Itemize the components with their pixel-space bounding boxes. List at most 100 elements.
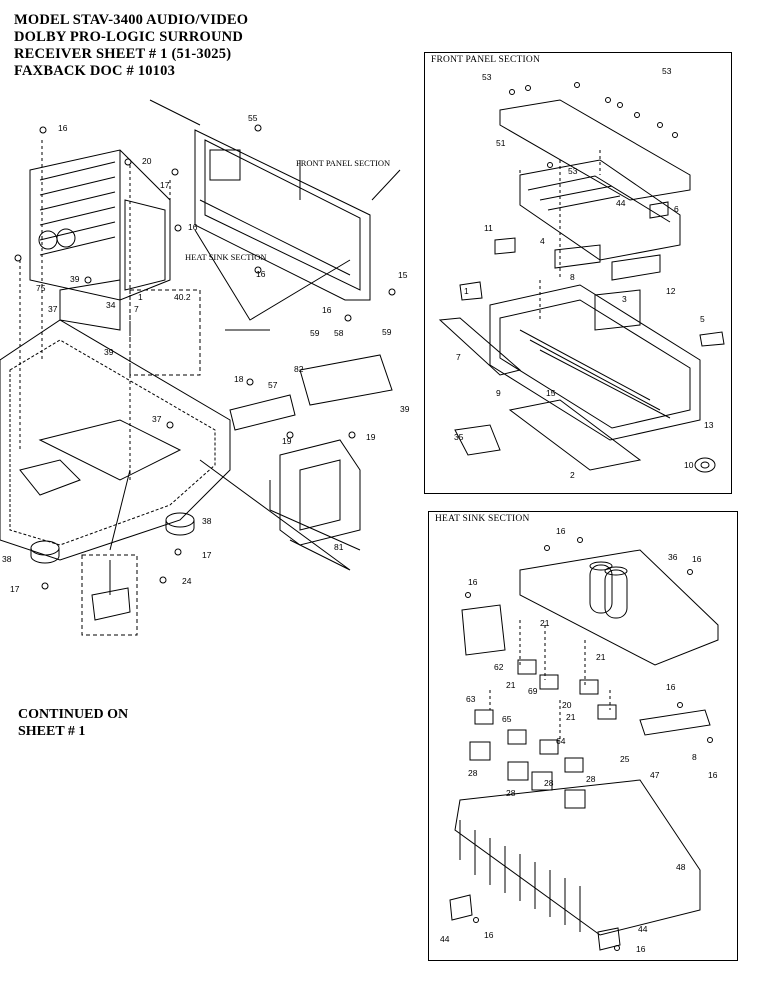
part-label: 19: [282, 436, 292, 446]
part-label: 20: [562, 700, 572, 710]
title-line-4: FAXBACK DOC # 10103: [14, 63, 176, 79]
part-label: 19: [366, 432, 376, 442]
front-panel-section-panel: FRONT PANEL SECTION: [424, 52, 732, 494]
part-label: 28: [468, 768, 478, 778]
heat-sink-drawing: [449, 537, 719, 951]
callout-front-panel-section: FRONT PANEL SECTION: [296, 158, 390, 168]
part-label: 21: [506, 680, 516, 690]
heat-sink-section-panel: HEAT SINK SECTION: [428, 511, 738, 961]
part-label: 59: [310, 328, 320, 338]
part-label: 58: [334, 328, 344, 338]
part-label: 62: [494, 662, 504, 672]
part-label: 25: [620, 754, 630, 764]
part-label: 39: [400, 404, 410, 414]
part-label: 5: [700, 314, 705, 324]
front-panel-labels: 53 53 51 53 44 6 11 4 3 12 8 7 9 15 2 13…: [454, 66, 714, 480]
part-label: 1: [464, 286, 469, 296]
part-label: 69: [528, 686, 538, 696]
part-label: 2: [570, 470, 575, 480]
part-label: 9: [496, 388, 501, 398]
part-label: 15: [398, 270, 408, 280]
part-label: 20: [142, 156, 152, 166]
part-label: 8: [570, 272, 575, 282]
front-panel-drawing: [438, 82, 725, 473]
title-line-1: MODEL STAV-3400 AUDIO/VIDEO: [14, 12, 249, 28]
part-label: 16: [188, 222, 198, 232]
part-label: 16: [58, 123, 68, 133]
part-label: 8: [692, 752, 697, 762]
part-label: 21: [566, 712, 576, 722]
part-label: 17: [202, 550, 212, 560]
part-label: 34: [106, 300, 116, 310]
part-label: 36: [668, 552, 678, 562]
part-label: 35: [454, 432, 464, 442]
part-label: 37: [48, 304, 58, 314]
continued-line-1: CONTINUED ON: [18, 707, 129, 722]
main-chassis-assembly: [0, 99, 401, 636]
part-label: 81: [334, 542, 344, 552]
part-label: 28: [544, 778, 554, 788]
part-label: 11: [484, 223, 493, 233]
title-line-2: DOLBY PRO-LOGIC SURROUND: [14, 29, 244, 45]
part-label: 6: [674, 204, 679, 214]
part-label: 16: [322, 305, 332, 315]
part-label: 44: [616, 198, 626, 208]
part-label: 16: [556, 526, 566, 536]
part-label: 28: [506, 788, 516, 798]
part-label: 16: [484, 930, 494, 940]
part-label: 16: [256, 269, 266, 279]
part-label: 65: [502, 714, 512, 724]
part-label: 59: [382, 327, 392, 337]
continued-note: CONTINUED ON SHEET # 1: [18, 706, 128, 740]
part-label: 18: [234, 374, 244, 384]
part-label: 16: [708, 770, 718, 780]
part-label: 17: [10, 584, 20, 594]
part-label: 16: [468, 577, 478, 587]
part-label: 82: [294, 364, 304, 374]
title-line-3: RECEIVER SHEET # 1 (51-3025): [14, 46, 232, 62]
part-label: 38: [2, 554, 12, 564]
part-label: 51: [496, 138, 506, 148]
document-title: MODEL STAV-3400 AUDIO/VIDEO DOLBY PRO-LO…: [14, 12, 248, 80]
part-label: 7: [134, 304, 139, 314]
part-label: 63: [466, 694, 476, 704]
part-label: 37: [152, 414, 162, 424]
part-label: 24: [182, 576, 192, 586]
part-label: 21: [596, 652, 606, 662]
heat-sink-labels: 16 16 36 16 21 21 62 69 63 21 21 65 20 6…: [440, 526, 718, 954]
part-label: 1: [138, 292, 143, 302]
front-panel-section-title: FRONT PANEL SECTION: [431, 55, 541, 65]
part-label: 64: [556, 736, 566, 746]
part-label: 4: [540, 236, 545, 246]
part-label: 75: [36, 283, 46, 293]
part-label: 16: [636, 944, 646, 954]
part-label: 16: [692, 554, 702, 564]
part-label: 21: [540, 618, 550, 628]
part-label: 53: [482, 72, 492, 82]
part-label: 38: [202, 516, 212, 526]
part-label: 13: [704, 420, 714, 430]
part-label: 16: [666, 682, 676, 692]
part-label: 3: [622, 294, 627, 304]
part-label: 48: [676, 862, 686, 872]
continued-line-2: SHEET # 1: [18, 724, 86, 739]
part-label: 57: [268, 380, 278, 390]
part-label: 44: [638, 924, 648, 934]
heat-sink-section-title: HEAT SINK SECTION: [435, 514, 530, 524]
part-label: 17: [160, 180, 170, 190]
part-label: 12: [666, 286, 676, 296]
callout-heat-sink-section: HEAT SINK SECTION: [185, 252, 267, 262]
part-label: 53: [662, 66, 672, 76]
part-label: 39: [104, 347, 114, 357]
part-label: 28: [586, 774, 596, 784]
part-label: 7: [456, 352, 461, 362]
part-label: 10: [684, 460, 694, 470]
main-assembly-labels: FRONT PANEL SECTION HEAT SINK SECTION 16…: [2, 113, 410, 594]
part-label: 55: [248, 113, 258, 123]
part-label: 47: [650, 770, 660, 780]
part-label: 44: [440, 934, 450, 944]
part-label: 15: [546, 388, 556, 398]
part-label: 53: [568, 166, 578, 176]
part-label: 40.2: [174, 292, 191, 302]
